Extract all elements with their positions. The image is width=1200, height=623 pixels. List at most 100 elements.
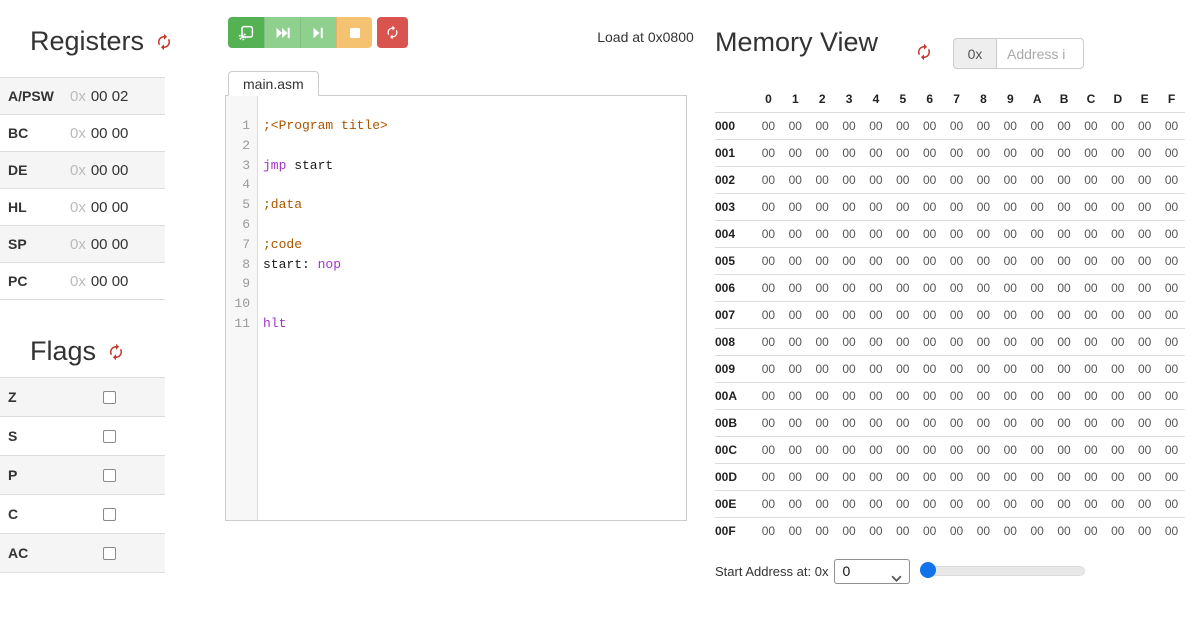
memory-cell: 00 bbox=[976, 200, 991, 214]
start-address-select[interactable]: 0 bbox=[834, 558, 911, 584]
memory-row-address: 00D bbox=[715, 470, 738, 484]
memory-cell: 00 bbox=[1057, 173, 1071, 187]
register-value[interactable]: 00 00 bbox=[90, 272, 129, 290]
register-value[interactable]: 00 02 bbox=[90, 87, 129, 105]
flag-name: AC bbox=[8, 545, 29, 561]
assemble-and-run-button[interactable] bbox=[228, 17, 264, 48]
memory-cell: 00 bbox=[869, 308, 883, 322]
memory-cell: 00 bbox=[1084, 308, 1098, 322]
flag-checkbox[interactable] bbox=[103, 507, 116, 521]
memory-cell: 00 bbox=[1003, 173, 1017, 187]
step-forward-icon bbox=[313, 27, 324, 39]
memory-refresh-icon[interactable] bbox=[915, 43, 933, 66]
memory-col-header: 4 bbox=[872, 91, 880, 106]
memory-cell: 00 bbox=[1057, 281, 1071, 295]
memory-col-header: E bbox=[1140, 91, 1149, 106]
memory-cell: 00 bbox=[1138, 524, 1152, 538]
memory-row-address: 00E bbox=[715, 497, 737, 511]
memory-cell: 00 bbox=[788, 308, 802, 322]
memory-page-slider[interactable] bbox=[920, 562, 1086, 578]
registers-refresh-icon[interactable] bbox=[155, 33, 173, 51]
code-line[interactable]: jmp start bbox=[257, 156, 333, 176]
memory-cell: 00 bbox=[896, 119, 910, 133]
flag-checkbox[interactable] bbox=[103, 546, 116, 560]
code-line[interactable] bbox=[257, 136, 263, 156]
memory-cell: 00 bbox=[1111, 470, 1125, 484]
memory-cell: 00 bbox=[949, 389, 964, 403]
memory-page-slider-thumb[interactable] bbox=[920, 562, 937, 578]
memory-cell: 00 bbox=[761, 524, 776, 538]
memory-cell: 00 bbox=[1030, 227, 1044, 241]
memory-cell: 00 bbox=[1084, 119, 1098, 133]
flag-checkbox[interactable] bbox=[103, 468, 116, 482]
register-value[interactable]: 00 00 bbox=[90, 124, 129, 142]
memory-cell: 00 bbox=[896, 470, 910, 484]
flags-title-text: Flags bbox=[30, 336, 97, 366]
memory-cell: 00 bbox=[949, 470, 964, 484]
run-to-end-button[interactable] bbox=[264, 17, 300, 48]
line-number: 2 bbox=[242, 137, 250, 153]
code-line[interactable] bbox=[257, 294, 263, 314]
memory-cell: 00 bbox=[1164, 389, 1179, 403]
memory-cell: 00 bbox=[761, 146, 776, 160]
memory-col-header: 0 bbox=[765, 91, 772, 106]
memory-cell: 00 bbox=[949, 119, 964, 133]
tab-main-asm[interactable]: main.asm bbox=[228, 71, 319, 96]
register-value[interactable]: 00 00 bbox=[90, 235, 129, 253]
register-name: DE bbox=[8, 162, 28, 178]
line-number: 6 bbox=[242, 216, 250, 232]
memory-cell: 00 bbox=[1111, 173, 1125, 187]
memory-cell: 00 bbox=[1138, 335, 1152, 349]
register-name: SP bbox=[8, 236, 27, 252]
code-line[interactable]: ;code bbox=[257, 235, 302, 255]
line-number: 5 bbox=[242, 197, 250, 213]
code-line[interactable]: ;data bbox=[257, 195, 302, 215]
memory-cell: 00 bbox=[923, 173, 937, 187]
memory-cell: 00 bbox=[1111, 146, 1125, 160]
memory-col-header: 8 bbox=[980, 91, 987, 106]
reset-button[interactable] bbox=[377, 17, 408, 48]
memory-cell: 00 bbox=[761, 497, 776, 511]
memory-cell: 00 bbox=[815, 497, 829, 511]
flag-checkbox[interactable] bbox=[103, 429, 116, 443]
register-value[interactable]: 00 00 bbox=[90, 198, 129, 216]
register-value[interactable]: 00 00 bbox=[90, 161, 129, 179]
memory-cell: 00 bbox=[923, 335, 937, 349]
memory-address-input[interactable] bbox=[996, 38, 1084, 69]
flag-checkbox[interactable] bbox=[103, 390, 116, 404]
memory-col-header: 6 bbox=[926, 91, 934, 106]
memory-cell: 00 bbox=[1057, 227, 1071, 241]
memory-cell: 00 bbox=[761, 173, 776, 187]
memory-cell: 00 bbox=[842, 443, 856, 457]
code-line[interactable] bbox=[257, 215, 263, 235]
code-token-keyword: nop bbox=[317, 256, 342, 272]
code-line[interactable]: ;<Program title> bbox=[257, 116, 388, 136]
memory-col-header: D bbox=[1113, 91, 1123, 106]
code-token-plain: start: bbox=[263, 256, 318, 272]
memory-cell: 00 bbox=[923, 281, 937, 295]
flags-refresh-icon[interactable] bbox=[107, 343, 125, 361]
memory-cell: 00 bbox=[1084, 416, 1098, 430]
memory-cell: 00 bbox=[1057, 389, 1071, 403]
code-line[interactable]: start: nop bbox=[257, 255, 341, 275]
memory-address-group: 0x bbox=[953, 38, 1084, 69]
step-next-button[interactable] bbox=[300, 17, 336, 48]
memory-cell: 00 bbox=[815, 389, 829, 403]
stop-button[interactable] bbox=[336, 17, 372, 48]
code-line[interactable] bbox=[257, 274, 263, 294]
memory-cell: 00 bbox=[1084, 497, 1098, 511]
memory-cell: 00 bbox=[896, 443, 910, 457]
memory-cell: 00 bbox=[1164, 173, 1179, 187]
flag-row: S bbox=[0, 417, 165, 456]
code-line[interactable]: hlt bbox=[257, 314, 286, 334]
memory-cell: 00 bbox=[1138, 389, 1152, 403]
code-line[interactable] bbox=[257, 175, 263, 195]
memory-cell: 00 bbox=[761, 200, 776, 214]
memory-cell: 00 bbox=[1164, 146, 1179, 160]
memory-cell: 00 bbox=[761, 443, 776, 457]
memory-cell: 00 bbox=[949, 335, 964, 349]
